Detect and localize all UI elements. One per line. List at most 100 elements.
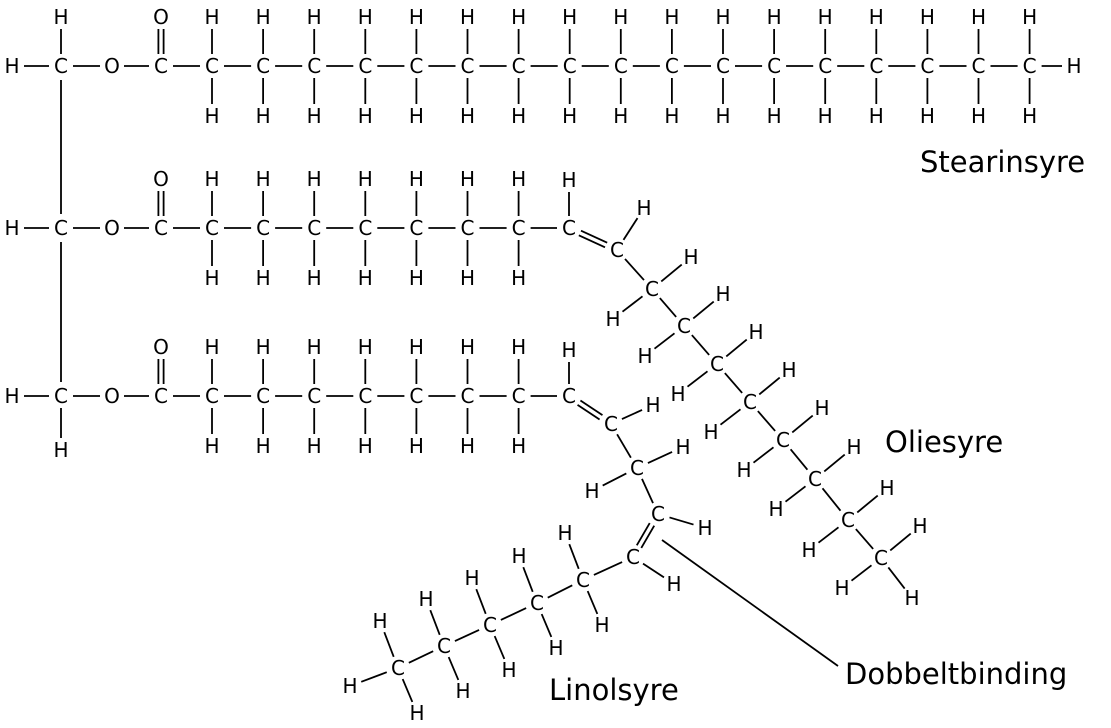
hydrogen-atom: H xyxy=(409,434,424,458)
hydrogen-atom: H xyxy=(703,420,718,444)
hydrogen-atom: H xyxy=(358,104,373,128)
hydrogen-atom: H xyxy=(358,5,373,29)
carbon-atom: C xyxy=(972,54,986,78)
single-bond-line xyxy=(791,414,814,434)
single-bond-line xyxy=(616,433,632,459)
single-bond-line xyxy=(621,295,644,313)
single-bond-line xyxy=(522,566,534,593)
carbon-atom: C xyxy=(461,54,475,78)
hydrogen-atom: H xyxy=(4,54,19,78)
hydrogen-atom: H xyxy=(418,587,433,611)
carbon-atom: C xyxy=(358,384,372,408)
oxygen-atom: O xyxy=(104,54,120,78)
single-bond-line xyxy=(624,258,645,281)
hydrogen-atom: H xyxy=(748,320,763,344)
hydrogen-atom: H xyxy=(204,5,219,29)
single-bond-line xyxy=(401,678,414,703)
hydrogen-atom: H xyxy=(455,679,470,703)
hydrogen-atom: H xyxy=(613,104,628,128)
hydrogen-atom: H xyxy=(460,266,475,290)
hydrogen-atom: H xyxy=(879,476,894,500)
carbon-atom: C xyxy=(512,216,526,240)
single-bond-line xyxy=(887,566,906,590)
carbon-atom: C xyxy=(630,456,644,480)
single-bond-line xyxy=(475,588,487,615)
hydrogen-atom: H xyxy=(511,104,526,128)
hydrogen-atom: H xyxy=(256,335,271,359)
hydrogen-atom: H xyxy=(204,335,219,359)
double-bond-line xyxy=(578,234,606,249)
hydrogen-atom: H xyxy=(307,167,322,191)
single-bond-line xyxy=(850,564,873,582)
single-bond-line xyxy=(647,451,673,464)
hydrogen-atom: H xyxy=(548,636,563,660)
hydrogen-atom: H xyxy=(1066,54,1081,78)
carbon-atom: C xyxy=(358,216,372,240)
hydrogen-atom: H xyxy=(409,104,424,128)
hydrogen-atom: H xyxy=(501,658,516,682)
single-bond-line xyxy=(889,532,912,552)
hydrogen-atom: H xyxy=(637,344,652,368)
carbon-atom: C xyxy=(530,591,544,615)
single-bond-line xyxy=(855,528,874,550)
hydrogen-atom: H xyxy=(511,335,526,359)
carbon-atom: C xyxy=(645,277,659,301)
carbon-atom: C xyxy=(818,54,832,78)
hydrogen-atom: H xyxy=(460,335,475,359)
hydrogen-atom: H xyxy=(736,458,751,482)
carbon-atom: C xyxy=(358,54,372,78)
hydrogen-atom: H xyxy=(557,521,572,545)
hydrogen-atom: H xyxy=(697,516,712,540)
hydrogen-atom: H xyxy=(409,5,424,29)
hydrogen-atom: H xyxy=(358,335,373,359)
hydrogen-atom: H xyxy=(715,5,730,29)
carbon-atom: C xyxy=(205,216,219,240)
hydrogen-atom: H xyxy=(256,167,271,191)
carbon-atom: C xyxy=(610,238,624,262)
hydrogen-atom: H xyxy=(971,5,986,29)
hydrogen-atom: H xyxy=(561,168,576,192)
carbon-atom: C xyxy=(205,384,219,408)
double-bond-line xyxy=(580,229,608,244)
hydrogen-atom: H xyxy=(814,396,829,420)
carbon-atom: C xyxy=(562,384,576,408)
hydrogen-atom: H xyxy=(511,544,526,568)
carbon-atom: C xyxy=(409,384,423,408)
hydrogen-atom: H xyxy=(605,307,620,331)
carbon-atom: C xyxy=(626,545,640,569)
hydrogen-atom: H xyxy=(372,609,387,633)
carbon-atom: C xyxy=(562,216,576,240)
hydrogen-atom: H xyxy=(358,266,373,290)
carbon-atom: C xyxy=(307,54,321,78)
single-bond-line xyxy=(447,656,460,681)
double-bond-pointer-line xyxy=(661,539,839,667)
carbon-atom: C xyxy=(256,216,270,240)
carbon-atom: C xyxy=(461,216,475,240)
carbon-atom: C xyxy=(307,216,321,240)
hydrogen-atom: H xyxy=(307,5,322,29)
carbon-atom: C xyxy=(307,384,321,408)
hydrogen-atom: H xyxy=(464,566,479,590)
single-bond-line xyxy=(725,338,748,358)
carbon-atom: C xyxy=(54,54,68,78)
hydrogen-atom: H xyxy=(904,586,919,610)
hydrogen-atom: H xyxy=(670,382,685,406)
single-bond-line xyxy=(719,408,742,426)
carbon-atom: C xyxy=(483,613,497,637)
hydrogen-atom: H xyxy=(256,434,271,458)
hydrogen-atom: H xyxy=(715,104,730,128)
hydrogen-atom: H xyxy=(584,479,599,503)
carbon-atom: C xyxy=(256,54,270,78)
carbon-atom: C xyxy=(776,428,790,452)
single-bond-line xyxy=(724,372,743,394)
hydrogen-atom: H xyxy=(460,434,475,458)
single-bond-line xyxy=(622,217,639,241)
hydrogen-atom: H xyxy=(4,216,19,240)
carbon-atom: C xyxy=(512,384,526,408)
single-bond-line xyxy=(757,410,776,432)
hydrogen-atom: H xyxy=(460,167,475,191)
carbon-atom: C xyxy=(391,656,405,680)
carbon-atom: C xyxy=(154,216,168,240)
bonds xyxy=(24,29,1062,703)
hydrogen-atom: H xyxy=(204,104,219,128)
